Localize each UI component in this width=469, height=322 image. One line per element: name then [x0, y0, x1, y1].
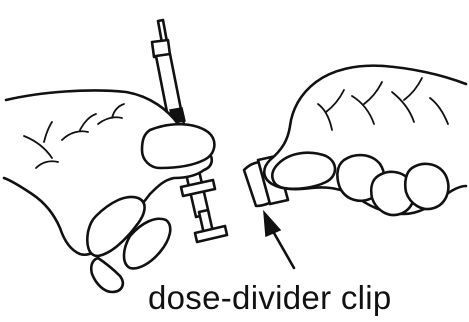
left-hand-thumb — [142, 124, 214, 168]
right-hand — [264, 66, 466, 215]
left-hand-finger-3 — [91, 258, 123, 292]
syringe-plunger-end — [195, 226, 227, 242]
clip-caption: dose-divider clip — [148, 277, 464, 319]
arrow-head — [264, 212, 280, 236]
syringe-flange — [181, 180, 215, 196]
right-hand-finger-3 — [405, 164, 448, 209]
pointer-arrow — [264, 212, 294, 268]
